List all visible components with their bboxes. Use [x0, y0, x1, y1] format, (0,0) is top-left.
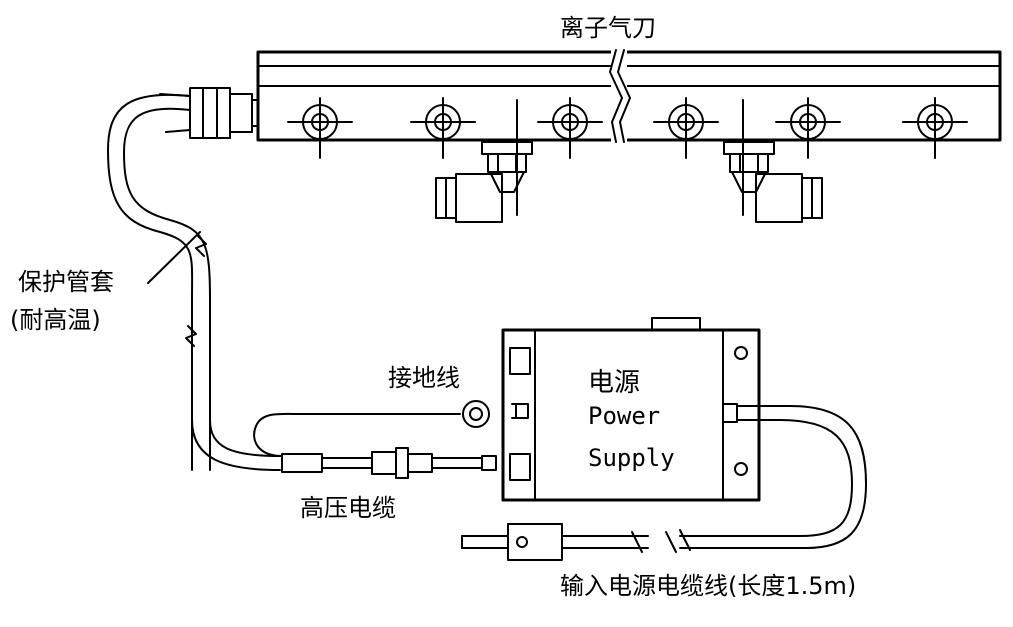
ion-air-knife-label: 离子气刀	[560, 14, 656, 42]
mounting-hole	[775, 97, 841, 159]
sleeve-leader-line	[147, 231, 201, 284]
hv-cable-connector	[281, 447, 497, 479]
mounting-hole	[287, 97, 353, 159]
ground-wire	[253, 400, 490, 457]
power-supply-box	[501, 317, 761, 502]
mounting-hole	[410, 97, 476, 159]
input-power-cable	[461, 405, 867, 561]
heat-resistant-label: (耐高温)	[10, 306, 101, 334]
power-supply-en-line1: Power	[588, 402, 661, 430]
mounting-hole	[653, 97, 719, 159]
air-fitting-left	[435, 99, 533, 223]
air-knife-bar	[256, 48, 1002, 144]
mounting-holes	[287, 97, 968, 159]
mounting-hole	[902, 97, 968, 159]
air-fitting-right	[723, 99, 823, 223]
ground-wire-label: 接地线	[388, 364, 460, 392]
protective-sleeve-label: 保护管套	[18, 268, 114, 296]
power-supply-en-line2: Supply	[588, 444, 675, 472]
mounting-hole	[537, 97, 603, 159]
protective-sleeve	[107, 93, 281, 471]
power-supply-cn-label: 电源	[588, 368, 641, 398]
hv-cable-label: 高压电缆	[300, 494, 396, 522]
input-cable-label: 输入电源电缆线(长度1.5m)	[560, 572, 857, 600]
